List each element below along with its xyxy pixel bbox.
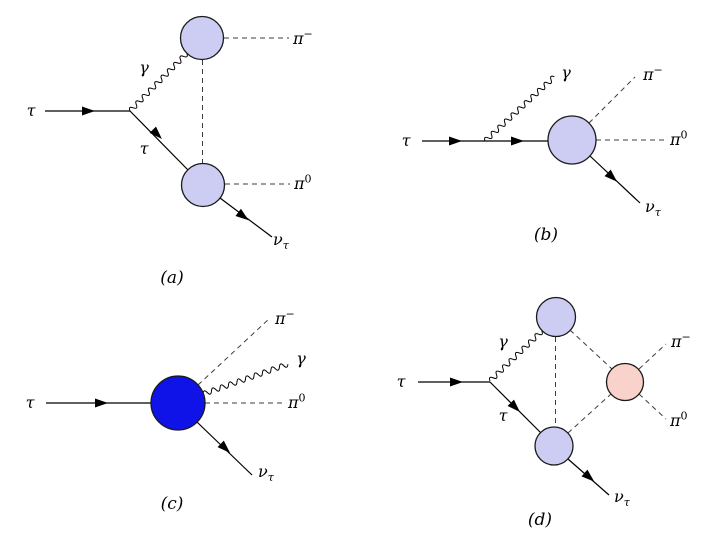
incoming-tau-label: τ bbox=[402, 131, 412, 150]
neutrino-label: ντ bbox=[273, 230, 290, 252]
fermion-arrow-icon bbox=[149, 126, 162, 139]
neutrino-label: ντ bbox=[614, 487, 631, 509]
nu-sub: τ bbox=[624, 496, 631, 509]
pi-sup: 0 bbox=[305, 173, 312, 186]
photon-wavy-line bbox=[128, 53, 188, 112]
photon-wavy-line bbox=[489, 330, 543, 382]
photon-label: γ bbox=[296, 349, 306, 368]
pi-minus-label: π− bbox=[292, 28, 313, 49]
fermion-arrow-icon bbox=[95, 398, 108, 408]
nu-base: ν bbox=[273, 230, 283, 249]
fermion-arrow-icon bbox=[217, 440, 231, 453]
diagram-c: τ γ π− π0 ντ (c) bbox=[26, 308, 307, 515]
fermion-arrow-icon bbox=[449, 136, 462, 146]
nu-sub: τ bbox=[268, 471, 275, 484]
photon-label: γ bbox=[498, 332, 508, 351]
fermion-arrow-icon bbox=[235, 208, 249, 221]
pi-base: π bbox=[670, 332, 682, 351]
photon-wavy-line bbox=[202, 363, 289, 395]
hadronic-blob-bottom bbox=[180, 162, 226, 208]
pi-base: π bbox=[287, 393, 299, 412]
pi-minus-label: π− bbox=[642, 64, 663, 85]
hadronic-blob bbox=[547, 115, 597, 165]
pi-sup: 0 bbox=[681, 410, 688, 423]
diagram-d: τ γ τ π− π0 ντ (d) bbox=[397, 296, 691, 530]
pi-zero-label: π0 bbox=[287, 392, 306, 413]
incoming-tau-label: τ bbox=[27, 101, 37, 120]
pi-zero-label: π0 bbox=[669, 410, 688, 431]
pi-minus-dashed-line bbox=[638, 343, 667, 370]
internal-tau-label: τ bbox=[499, 406, 509, 425]
hadronic-blob-bottom bbox=[534, 426, 574, 466]
top-blob-to-pink-dashed-line bbox=[569, 329, 613, 370]
pi-base: π bbox=[293, 174, 305, 193]
fermion-arrow-icon bbox=[82, 106, 95, 116]
pi-zero-dashed-line bbox=[638, 393, 667, 420]
pi-base: π bbox=[669, 130, 681, 149]
neutrino-label: ντ bbox=[258, 462, 275, 484]
pi-sup: − bbox=[286, 308, 295, 321]
fermion-arrow-icon bbox=[604, 169, 618, 182]
pi-base: π bbox=[642, 65, 654, 84]
nu-base: ν bbox=[258, 462, 268, 481]
diagram-b: τ γ π− π0 ντ (b) bbox=[402, 63, 688, 245]
bottom-blob-to-pink-dashed-line bbox=[567, 393, 612, 434]
photon-label: γ bbox=[139, 58, 149, 77]
pi-zero-label: π0 bbox=[293, 173, 312, 194]
pi-zero-label: π0 bbox=[669, 129, 688, 150]
contact-blob bbox=[150, 375, 206, 431]
fermion-arrow-icon bbox=[450, 377, 463, 387]
pi-minus-dashed-line bbox=[197, 317, 271, 386]
pi-sup: − bbox=[654, 64, 663, 77]
internal-tau-line bbox=[129, 110, 189, 171]
pi-minus-label: π− bbox=[670, 331, 691, 352]
caption-b: (b) bbox=[534, 225, 558, 245]
incoming-tau-label: τ bbox=[26, 393, 36, 412]
hadronic-blob-top bbox=[179, 15, 225, 61]
pi-base: π bbox=[292, 29, 304, 48]
pi-base: π bbox=[274, 309, 286, 328]
caption-d: (d) bbox=[528, 510, 552, 530]
rescattering-blob bbox=[605, 362, 645, 402]
fermion-arrow-icon bbox=[511, 136, 524, 146]
nu-base: ν bbox=[614, 487, 624, 506]
photon-wavy-line bbox=[484, 75, 555, 142]
pi-sup: 0 bbox=[681, 129, 688, 142]
diagram-a: τ γ τ π− π0 ντ (a) bbox=[27, 15, 313, 288]
pi-sup: 0 bbox=[299, 392, 306, 405]
incoming-tau-label: τ bbox=[397, 372, 407, 391]
nu-base: ν bbox=[645, 197, 655, 216]
pi-base: π bbox=[669, 411, 681, 430]
caption-a: (a) bbox=[160, 268, 183, 288]
fermion-arrow-icon bbox=[581, 469, 595, 482]
caption-c: (c) bbox=[161, 494, 184, 514]
photon-label: γ bbox=[561, 63, 571, 82]
pi-minus-label: π− bbox=[274, 308, 295, 329]
fermion-arrow-icon bbox=[507, 399, 520, 412]
nu-sub: τ bbox=[283, 239, 290, 252]
neutrino-label: ντ bbox=[645, 197, 662, 219]
pi-minus-dashed-line bbox=[588, 76, 636, 124]
nu-sub: τ bbox=[655, 206, 662, 219]
internal-tau-label: τ bbox=[140, 139, 150, 158]
pi-sup: − bbox=[682, 331, 691, 344]
hadronic-blob-top bbox=[535, 296, 577, 338]
pi-sup: − bbox=[304, 28, 313, 41]
